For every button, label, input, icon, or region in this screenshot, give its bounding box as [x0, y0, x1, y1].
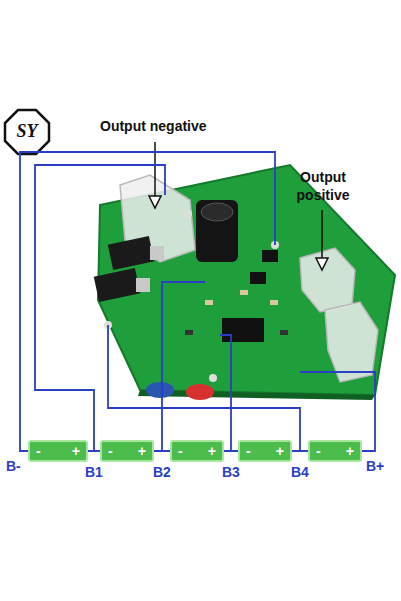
cell-link — [224, 450, 238, 452]
polarity-minus: - — [108, 444, 113, 458]
callout-label: Output positive — [286, 168, 360, 204]
logo-text: SY — [10, 121, 44, 142]
wire-b4 — [108, 325, 300, 451]
terminal-label: B3 — [222, 464, 240, 480]
cell-link — [154, 450, 170, 452]
wire-b-minus — [20, 152, 275, 451]
cell-link — [88, 450, 100, 452]
smd-part — [270, 300, 278, 305]
leader-arrowhead — [316, 258, 328, 270]
polarity-minus: - — [316, 444, 321, 458]
mosfet — [108, 236, 154, 270]
positive-terminal-clip — [325, 302, 378, 382]
polarity-minus: - — [178, 444, 183, 458]
callout-label: Output negative — [100, 118, 207, 134]
polarity-minus: - — [36, 444, 41, 458]
terminal-label: B4 — [291, 464, 309, 480]
mosfet-tab — [150, 246, 164, 260]
solder-pad — [184, 210, 192, 218]
battery-cell: -+ — [308, 440, 362, 462]
positive-terminal — [300, 248, 355, 312]
mosfet-tab — [136, 278, 150, 292]
smd-part — [185, 330, 193, 335]
wire-blob — [186, 384, 214, 400]
smd-part — [280, 330, 288, 335]
ic-chip — [262, 250, 278, 262]
polarity-plus: + — [208, 444, 216, 458]
pcb-board — [98, 165, 395, 395]
solder-pad — [209, 374, 217, 382]
terminal-label: B2 — [153, 464, 171, 480]
smd-part — [205, 300, 213, 305]
polarity-plus: + — [138, 444, 146, 458]
leader-line — [154, 142, 156, 200]
battery-cell: -+ — [170, 440, 224, 462]
ic-chip — [250, 272, 266, 284]
leader-line — [321, 210, 323, 262]
battery-cell: -+ — [238, 440, 292, 462]
ic-chip — [222, 318, 264, 342]
battery-cell: -+ — [28, 440, 88, 462]
terminal-label: B1 — [85, 464, 103, 480]
terminal-label: B+ — [366, 458, 384, 474]
leader-arrowhead — [149, 196, 161, 208]
logo-outline — [5, 110, 49, 154]
dc-jack — [196, 200, 238, 262]
wire-blob — [146, 382, 174, 398]
polarity-plus: + — [276, 444, 284, 458]
wire-b3 — [220, 335, 231, 451]
terminal-label: B- — [6, 458, 21, 474]
wire-b2 — [162, 282, 205, 451]
dc-jack-mouth — [201, 203, 233, 221]
polarity-plus: + — [346, 444, 354, 458]
polarity-minus: - — [246, 444, 251, 458]
polarity-plus: + — [72, 444, 80, 458]
battery-cell: -+ — [100, 440, 154, 462]
mosfet — [94, 268, 140, 302]
cell-link — [292, 450, 308, 452]
smd-part — [240, 290, 248, 295]
